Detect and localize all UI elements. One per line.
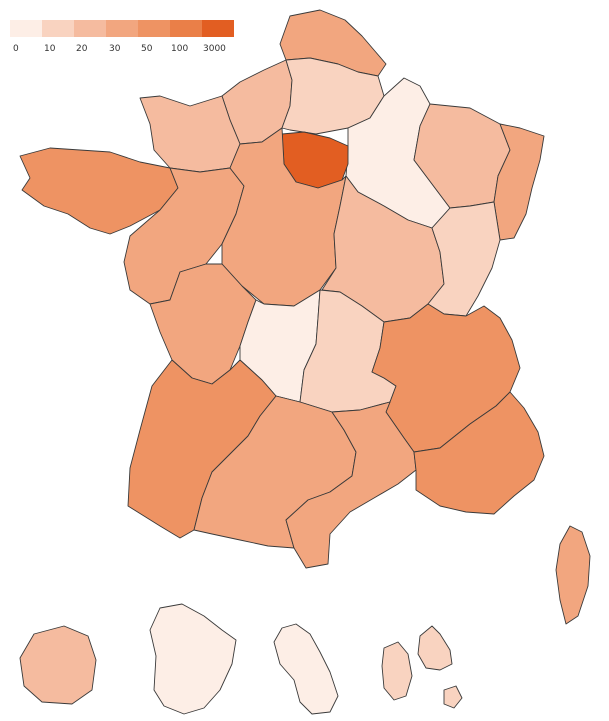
region-guadeloupe-basse-terre[interactable]: Guadeloupe xyxy=(381,641,413,701)
legend-swatch-2 xyxy=(74,20,106,37)
color-legend: 0 10 20 30 50 100 3000 xyxy=(10,20,234,54)
legend-label-4: 50 xyxy=(141,44,153,54)
legend-swatch-6 xyxy=(202,20,234,37)
legend-swatch-1 xyxy=(42,20,74,37)
legend-swatch-3 xyxy=(106,20,138,37)
region-guadeloupe-marie-galante[interactable]: Guadeloupe xyxy=(443,685,463,709)
legend-label-1: 10 xyxy=(44,44,56,54)
region-corse[interactable]: Corse xyxy=(555,525,591,625)
legend-swatch-5 xyxy=(170,20,202,37)
region-languedoc-roussillon[interactable]: Languedoc-Roussillon xyxy=(285,401,417,569)
region-martinique[interactable]: Martinique xyxy=(273,623,339,715)
legend-label-2: 20 xyxy=(76,44,88,54)
legend-label-3: 30 xyxy=(109,44,121,54)
region-normandie-ouest[interactable]: Normandie-Ouest xyxy=(139,95,241,173)
region-guyane[interactable]: Guyane xyxy=(149,603,237,715)
region-bretagne[interactable]: Bretagne xyxy=(19,147,179,235)
legend-label-5: 100 xyxy=(171,44,188,54)
region-guadeloupe-grande-terre[interactable]: Guadeloupe xyxy=(417,625,453,671)
legend-label-6: 3000 xyxy=(203,44,226,54)
overseas-regions: La Reunion Guyane Martinique Guadeloupe … xyxy=(19,603,463,715)
region-franche-comte[interactable]: Franche-Comte xyxy=(427,201,501,317)
region-paca[interactable]: PACA xyxy=(413,391,545,515)
metropolitan-france: Hauts-de-France Normandie-Est Normandie-… xyxy=(19,9,591,625)
legend-swatch-4 xyxy=(138,20,170,37)
region-la-reunion[interactable]: La Reunion xyxy=(19,625,97,705)
legend-swatch-0 xyxy=(10,20,42,37)
legend-label-0: 0 xyxy=(13,44,19,54)
region-alsace[interactable]: Alsace xyxy=(493,123,545,241)
